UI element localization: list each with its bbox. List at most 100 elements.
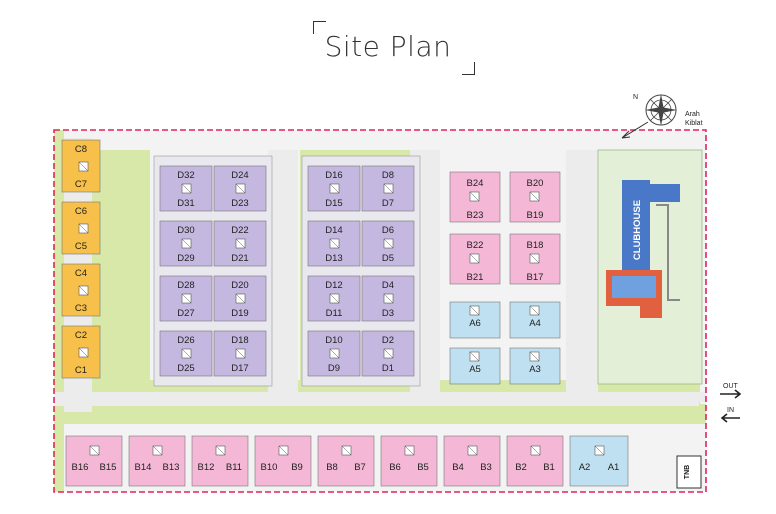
unit-label-c1: C1 — [75, 365, 87, 376]
unit-label-d30: D30 — [177, 225, 194, 236]
unit-label-b3: B3 — [480, 462, 492, 473]
unit-label-a5: A5 — [469, 364, 481, 375]
unit-bottom-5[interactable] — [380, 435, 438, 487]
unit-c2-c1[interactable] — [61, 325, 101, 379]
unit-label-d6: D6 — [382, 225, 394, 236]
unit-label-a1: A1 — [608, 462, 620, 473]
clubhouse-building[interactable] — [622, 180, 650, 278]
unit-label-d4: D4 — [382, 280, 394, 291]
stair-line — [469, 191, 480, 202]
unit-label-d27: D27 — [177, 308, 194, 319]
road-south — [54, 392, 699, 406]
stair-line — [383, 293, 394, 304]
stair-line — [469, 253, 480, 264]
unit-bottom-3[interactable] — [254, 435, 312, 487]
entrance-road — [616, 392, 706, 402]
unit-label-d22: D22 — [231, 225, 248, 236]
unit-label-d9: D9 — [328, 363, 340, 374]
unit-label-d10: D10 — [325, 335, 342, 346]
unit-label-d23: D23 — [231, 198, 248, 209]
stair-line — [181, 183, 192, 194]
stair-line — [594, 445, 605, 456]
stair-line — [181, 293, 192, 304]
unit-bottom-8[interactable] — [569, 435, 629, 487]
stair-line — [383, 238, 394, 249]
unit-label-d15: D15 — [325, 198, 342, 209]
unit-label-b8: B8 — [326, 462, 338, 473]
unit-label-d21: D21 — [231, 253, 248, 264]
stair-line — [529, 351, 540, 362]
unit-bottom-4[interactable] — [317, 435, 375, 487]
stair-line — [329, 348, 340, 359]
road-mid-1 — [268, 150, 298, 392]
unit-d_left-1-0[interactable] — [159, 220, 213, 267]
unit-label-b19: B19 — [527, 210, 544, 221]
unit-btop-0-1[interactable] — [509, 171, 561, 223]
unit-label-d32: D32 — [177, 170, 194, 181]
unit-label-c4: C4 — [75, 268, 87, 279]
stair-line — [329, 183, 340, 194]
unit-label-b21: B21 — [467, 272, 484, 283]
in-arrow-icon — [720, 413, 740, 423]
unit-label-c3: C3 — [75, 303, 87, 314]
road-east — [566, 150, 598, 392]
units-layer: C8C7C6C5C4C3C2C1D32D31D24D23D30D29D22D21… — [61, 139, 629, 487]
unit-label-b7: B7 — [354, 462, 366, 473]
unit-label-d12: D12 — [325, 280, 342, 291]
kiblat-arrow-icon — [621, 121, 649, 139]
stair-line — [469, 351, 480, 362]
unit-label-b12: B12 — [198, 462, 215, 473]
out-label: OUT — [723, 383, 739, 390]
stair-line — [181, 238, 192, 249]
title-corner-bottom-right — [462, 62, 475, 75]
unit-label-a6: A6 — [469, 318, 481, 329]
unit-bottom-7[interactable] — [506, 435, 564, 487]
unit-label-a4: A4 — [529, 318, 541, 329]
unit-label-d11: D11 — [326, 308, 343, 319]
unit-label-b9: B9 — [291, 462, 303, 473]
unit-label-b6: B6 — [389, 462, 401, 473]
unit-label-d24: D24 — [231, 170, 248, 181]
unit-label-a3: A3 — [529, 364, 541, 375]
stair-line — [152, 445, 163, 456]
unit-btop-1-0[interactable] — [449, 233, 501, 285]
unit-label-d29: D29 — [177, 253, 194, 264]
unit-label-d1: D1 — [382, 363, 394, 374]
compass-rose-icon — [645, 94, 677, 126]
unit-label-d18: D18 — [231, 335, 248, 346]
unit-label-d25: D25 — [177, 363, 194, 374]
unit-label-b16: B16 — [72, 462, 89, 473]
stair-line — [235, 238, 246, 249]
unit-bottom-0[interactable] — [65, 435, 123, 487]
unit-label-c6: C6 — [75, 206, 87, 217]
unit-bottom-2[interactable] — [191, 435, 249, 487]
stair-line — [235, 348, 246, 359]
unit-label-d31: D31 — [177, 198, 194, 209]
unit-label-b13: B13 — [163, 462, 180, 473]
unit-label-d5: D5 — [382, 253, 394, 264]
stair-line — [383, 348, 394, 359]
unit-bottom-6[interactable] — [443, 435, 501, 487]
unit-label-b14: B14 — [135, 462, 152, 473]
unit-label-b20: B20 — [527, 178, 544, 189]
unit-bottom-1[interactable] — [128, 435, 186, 487]
unit-label-a2: A2 — [579, 462, 591, 473]
stair-line — [404, 445, 415, 456]
stair-line — [78, 161, 89, 172]
stair-line — [530, 445, 541, 456]
stair-line — [78, 347, 89, 358]
unit-label-b1: B1 — [543, 462, 555, 473]
compass-north-label: N — [633, 94, 638, 101]
stair-line — [78, 223, 89, 234]
unit-label-b22: B22 — [467, 240, 484, 251]
unit-label-d7: D7 — [382, 198, 394, 209]
unit-label-d26: D26 — [177, 335, 194, 346]
stair-line — [278, 445, 289, 456]
unit-label-d2: D2 — [382, 335, 394, 346]
stair-line — [469, 305, 480, 316]
stair-line — [467, 445, 478, 456]
stair-line — [529, 191, 540, 202]
stair-line — [329, 238, 340, 249]
unit-label-c7: C7 — [75, 179, 87, 190]
unit-label-d19: D19 — [231, 308, 248, 319]
